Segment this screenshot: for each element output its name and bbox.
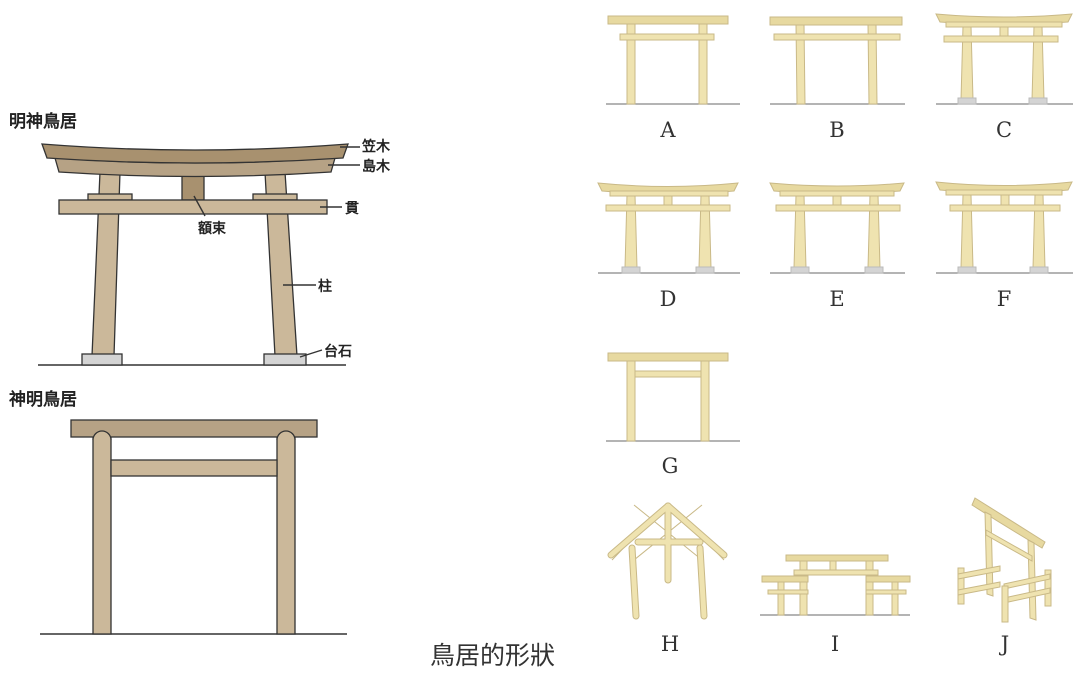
myojin-kasagi: [41, 143, 349, 164]
variant-label-b: B: [829, 118, 845, 142]
variant-label-g: G: [661, 454, 679, 478]
variant-f-torii: [935, 181, 1073, 274]
label-hashira: 柱: [318, 279, 332, 295]
variant-i-torii: [760, 554, 911, 616]
label-nuki: 貫: [345, 201, 359, 217]
variant-h-torii: [607, 502, 728, 620]
myojin-torii-illustration: [38, 143, 349, 366]
variant-label-e: E: [829, 287, 845, 311]
label-daiishi: 台石: [324, 344, 352, 360]
variant-a-torii: [606, 15, 740, 105]
myojin-left-base: [81, 353, 123, 366]
myojin-nuki: [58, 199, 328, 215]
variant-label-h: H: [660, 632, 680, 656]
figure-caption: 鳥居的形狀: [430, 641, 556, 670]
variant-j-torii: [957, 497, 1052, 623]
variant-label-c: C: [995, 118, 1013, 142]
myojin-torii-title: 明神鳥居: [9, 112, 77, 132]
variant-label-d: D: [659, 287, 677, 311]
label-gakuzuka: 額束: [198, 221, 226, 237]
variant-b-torii: [769, 16, 905, 105]
variant-thumbnails: [597, 13, 1073, 623]
variant-g-torii: [606, 352, 740, 442]
myojin-right-base: [263, 353, 307, 366]
shinmei-left-pillar: [92, 431, 112, 635]
variant-c-torii: [935, 13, 1073, 105]
myojin-leader-lines: [193, 146, 360, 358]
variant-label-i: I: [830, 632, 840, 656]
variant-e-torii: [769, 182, 905, 274]
shinmei-kasagi: [70, 419, 318, 438]
shinmei-nuki: [110, 459, 278, 477]
variant-label-a: A: [660, 118, 676, 142]
label-kasagi: 笠木: [362, 139, 390, 155]
variant-d-torii: [597, 182, 740, 274]
variant-label-j: J: [1000, 632, 1010, 656]
shinmei-right-pillar: [276, 431, 296, 635]
label-shimaki: 島木: [362, 159, 390, 175]
shinmei-torii-illustration: [40, 419, 347, 635]
variant-label-f: F: [996, 287, 1012, 311]
shinmei-torii-title: 神明鳥居: [9, 390, 77, 410]
